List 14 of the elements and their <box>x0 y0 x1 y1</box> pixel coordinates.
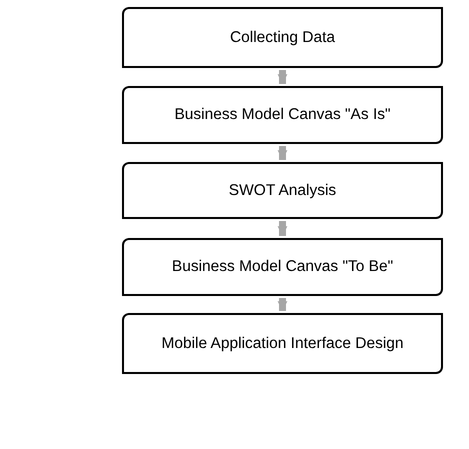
box-label: Collecting Data <box>230 28 336 46</box>
box-label: Business Model Canvas "To Be" <box>172 258 394 276</box>
arrow <box>278 298 288 311</box>
process-box <box>122 7 443 68</box>
arrow <box>278 146 288 160</box>
arrow <box>278 221 288 236</box>
process-box <box>122 162 443 219</box>
arrow <box>278 70 288 84</box>
process-box <box>122 313 443 374</box>
box-label: SWOT Analysis <box>228 182 336 200</box>
box-label: Mobile Application Interface Design <box>161 334 404 352</box>
box-label: Business Model Canvas "As Is" <box>174 106 391 124</box>
process-box <box>122 86 443 144</box>
process-box <box>122 238 443 296</box>
